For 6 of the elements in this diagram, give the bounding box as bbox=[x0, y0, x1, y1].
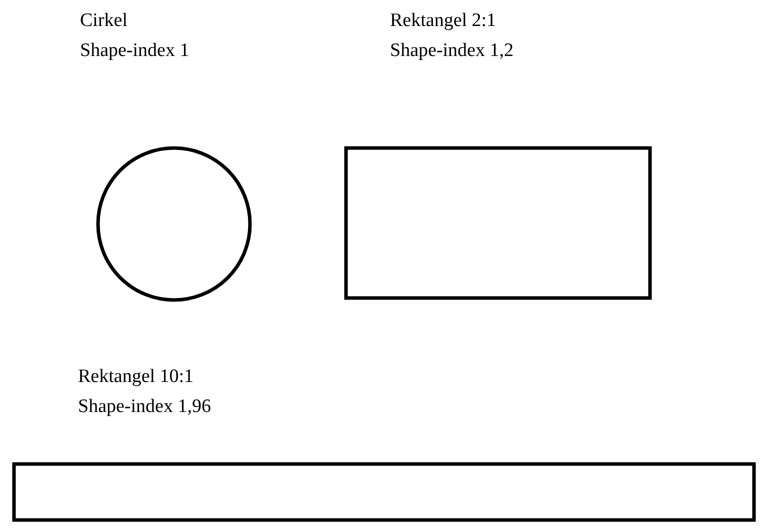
shape-caption: Rektangel 2:1 bbox=[390, 9, 496, 33]
shape-caption: Cirkel bbox=[80, 9, 128, 33]
shape-index-label: Shape-index 1,96 bbox=[78, 395, 211, 419]
shape-index-label: Shape-index 1 bbox=[80, 39, 190, 63]
shape-caption: Rektangel 10:1 bbox=[78, 365, 194, 389]
shape-index-label: Shape-index 1,2 bbox=[390, 39, 514, 63]
